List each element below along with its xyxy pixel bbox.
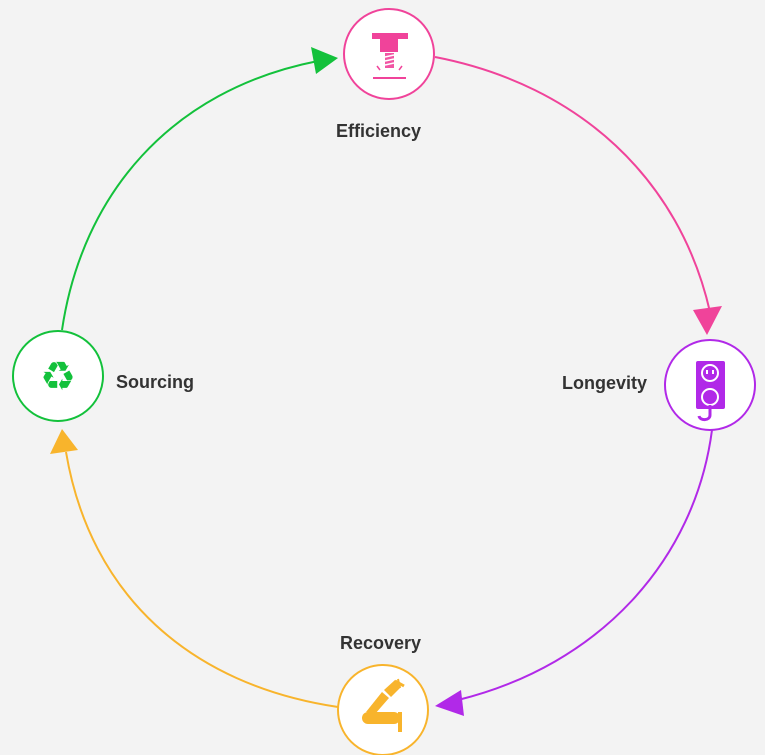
svg-text:♻: ♻ bbox=[40, 354, 76, 400]
node-recovery bbox=[337, 664, 429, 755]
node-label-sourcing: Sourcing bbox=[116, 372, 195, 392]
arrowhead bbox=[435, 690, 464, 716]
drill-press-icon bbox=[372, 33, 408, 79]
arrowhead bbox=[693, 306, 722, 335]
node-label-longevity: Longevity bbox=[562, 373, 648, 393]
power-outlet-plug-icon bbox=[696, 361, 725, 422]
node-efficiency bbox=[343, 8, 435, 100]
edge-longevity-to-recovery bbox=[435, 429, 713, 716]
node-label-efficiency: Efficiency bbox=[336, 121, 422, 141]
disassembly-tools-icon bbox=[362, 678, 405, 732]
node-longevity bbox=[664, 339, 756, 431]
edge-efficiency-to-longevity bbox=[434, 56, 722, 335]
node-sourcing: ♻ bbox=[12, 330, 104, 422]
node-label-recovery: Recovery bbox=[340, 633, 422, 653]
edge-sourcing-to-efficiency bbox=[61, 47, 338, 331]
edge-recovery-to-sourcing bbox=[50, 429, 339, 708]
arrowhead bbox=[311, 47, 338, 74]
recycle-icon: ♻ bbox=[40, 354, 76, 400]
arrowhead bbox=[50, 429, 78, 454]
